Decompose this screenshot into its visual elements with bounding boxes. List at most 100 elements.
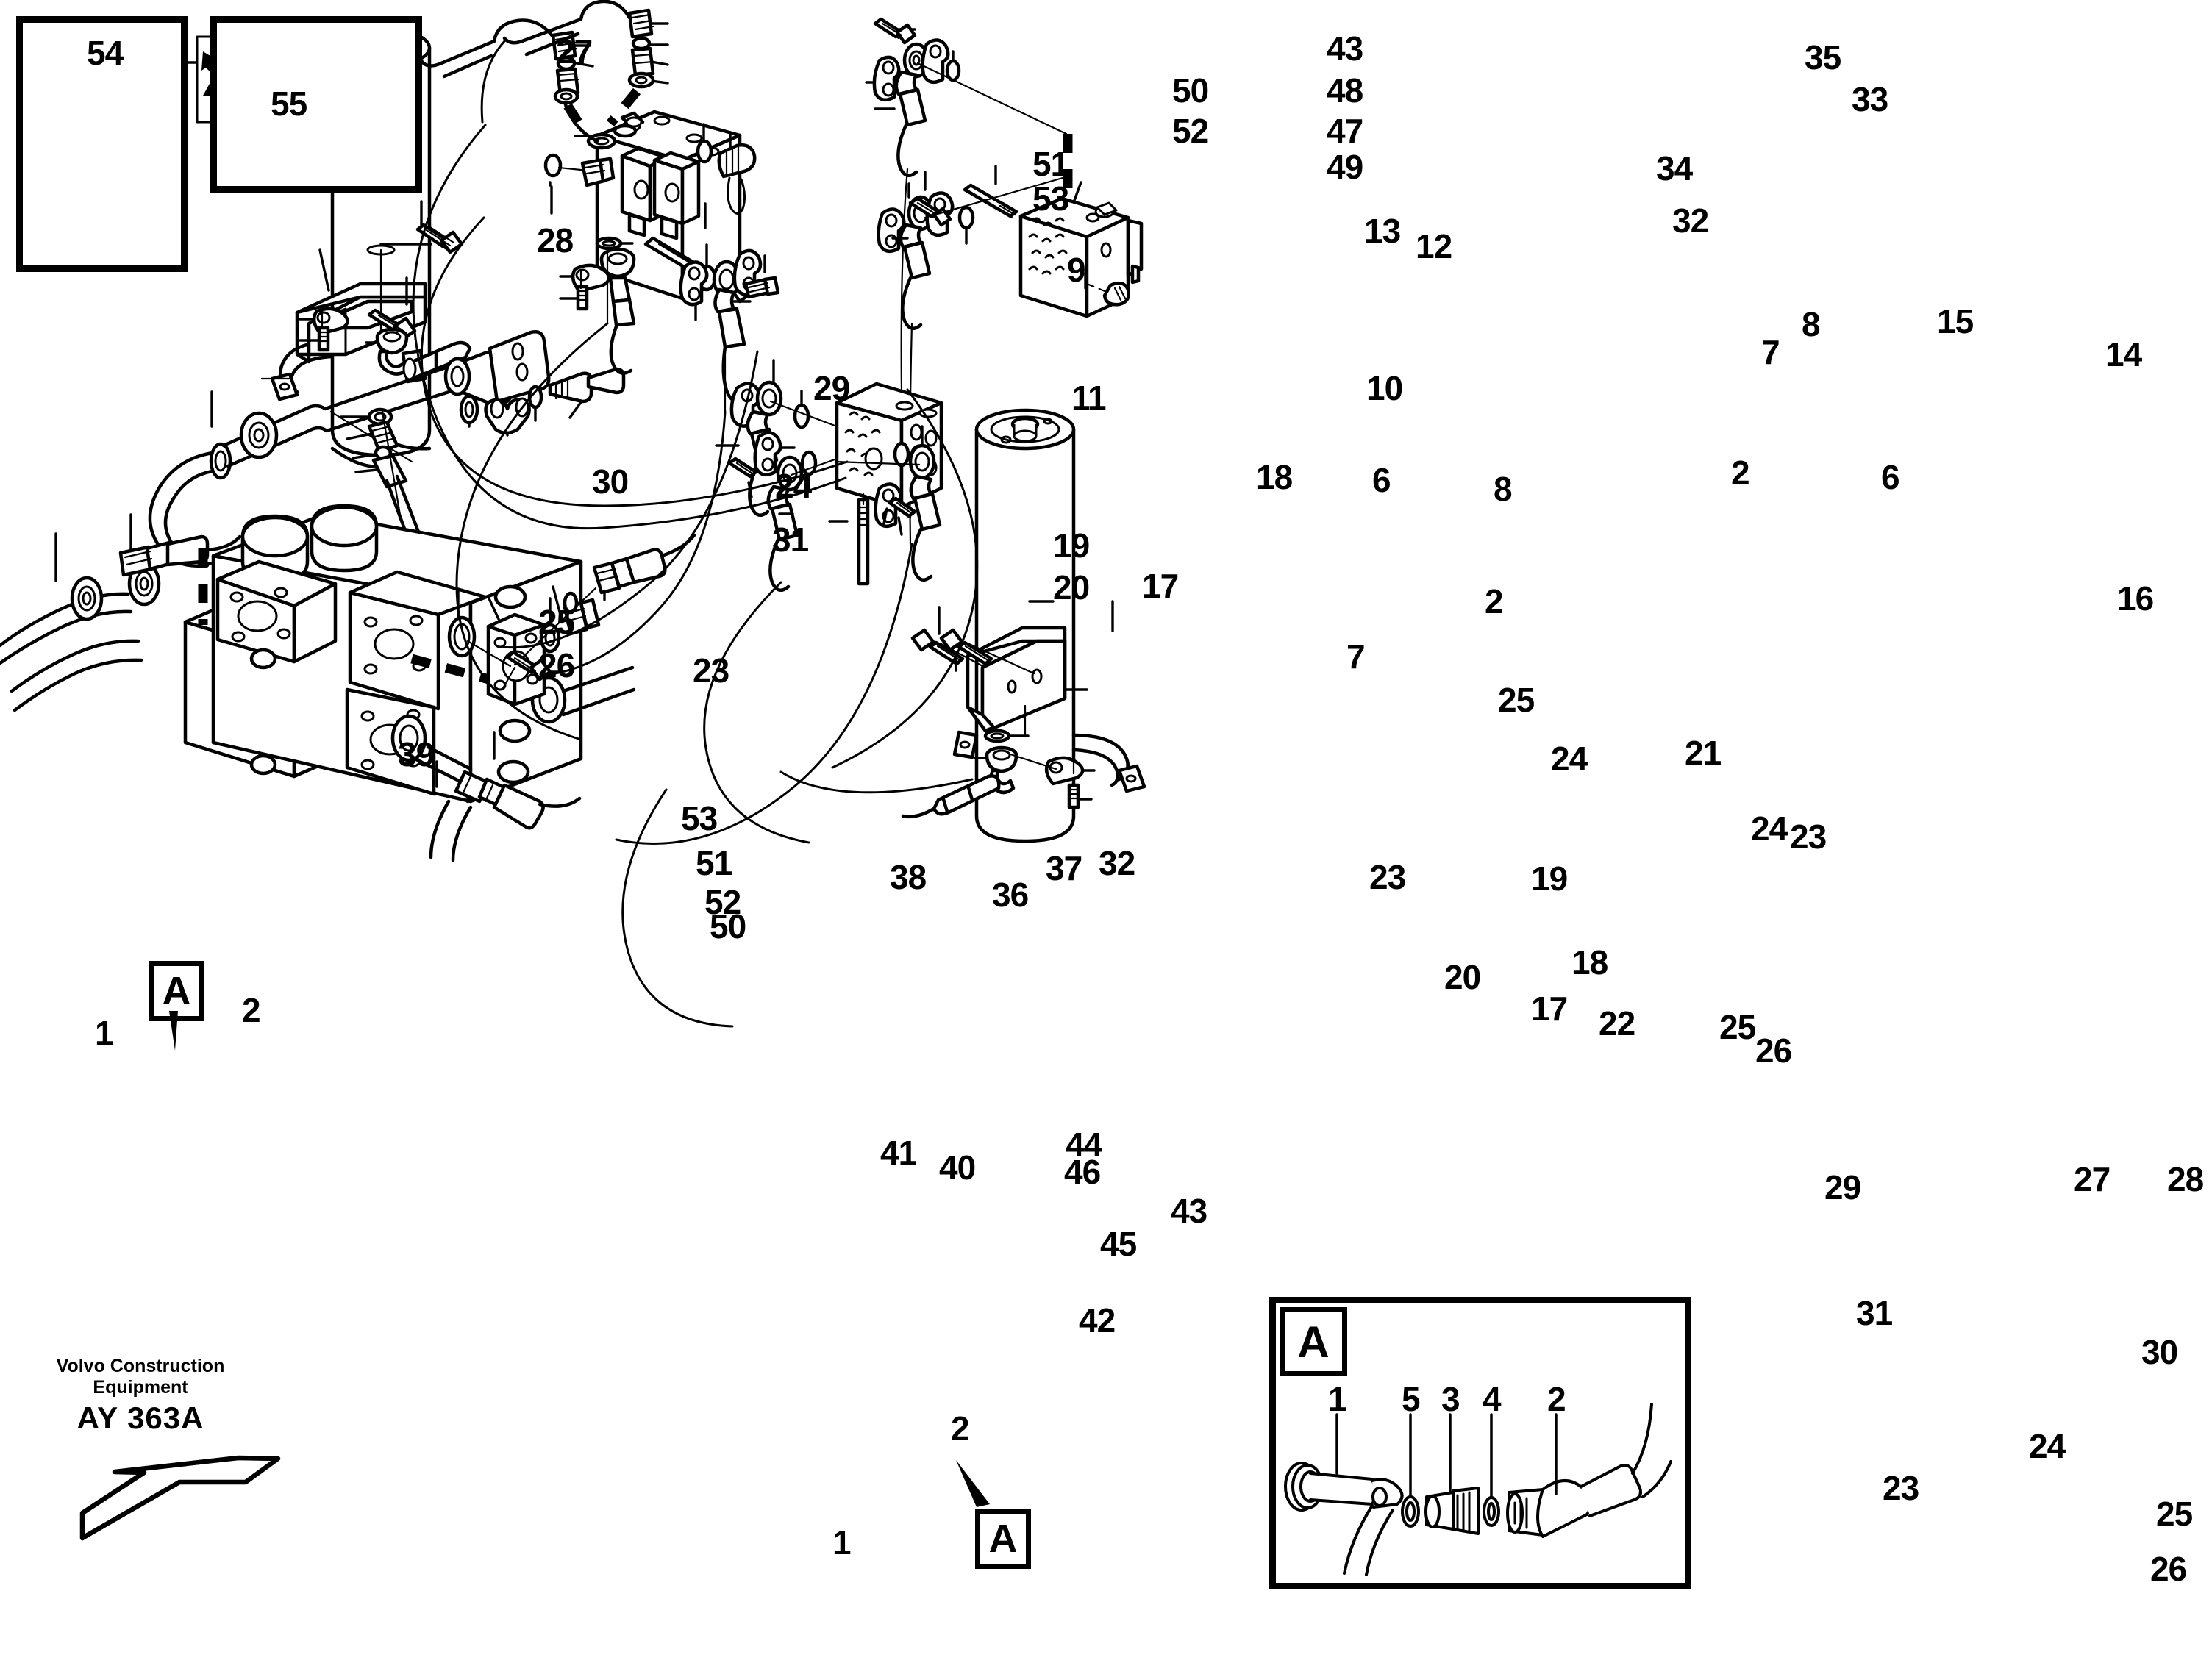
callout-38-hose-39: 38	[890, 858, 927, 896]
callout-16-valve-14: 16	[2117, 579, 2154, 618]
callout-42-flange-40: 42	[1079, 1301, 1116, 1340]
callout-2-valve-9: 2	[1485, 582, 1504, 621]
callout-6-valve-9: 6	[1372, 461, 1391, 499]
callout-26-valve-21: 26	[1755, 1031, 1792, 1070]
callout-8-valve-14: 8	[1802, 305, 1821, 343]
manufacturer-block: Volvo Construction Equipment AY 363A	[34, 1356, 247, 1437]
callout-46-flange-40: 46	[1064, 1153, 1101, 1191]
callout-45-flange-40: 45	[1100, 1225, 1137, 1263]
callout-50-hose-39: 50	[710, 907, 746, 945]
callout-7-valve-9: 7	[1346, 637, 1366, 676]
callout-18-valve-9: 18	[1256, 458, 1293, 496]
hose-39	[148, 330, 626, 568]
callout-24-accumulator-left: 24	[775, 467, 812, 505]
callout-32-valve-14: 32	[1672, 201, 1709, 240]
callout-1-main-valve: 1	[95, 1014, 114, 1052]
callout-27-accumulator-left: 27	[556, 32, 593, 71]
callout-41-flange-40: 41	[880, 1134, 917, 1172]
detail-A-callout-3: 3	[1441, 1380, 1460, 1418]
callout-25-valve-21: 25	[1498, 681, 1535, 719]
hose-routing-lines	[412, 124, 979, 1028]
callout-49-valve-9: 49	[1327, 148, 1363, 186]
manufacturer-line-2: Equipment	[93, 1376, 188, 1398]
callout-24-accumulator-right: 24	[2029, 1427, 2066, 1465]
callout-53-valve-9: 53	[1032, 179, 1069, 218]
callout-13-valve-9: 13	[1364, 212, 1401, 250]
callout-17-valve-21: 17	[1531, 990, 1568, 1028]
callout-31-accumulator-left: 31	[772, 521, 809, 559]
callout-15-valve-14: 15	[1937, 302, 1974, 340]
drawing-code: AY 363A	[76, 1400, 204, 1435]
detail-A-callout-1: 1	[1328, 1380, 1347, 1418]
callout-25-accumulator-right: 25	[2156, 1495, 2193, 1533]
callout-30-accumulator-left: 30	[592, 462, 629, 501]
callout-24-valve-21: 24	[1751, 809, 1788, 848]
callout-26-accumulator-left: 26	[538, 646, 575, 684]
callout-18-valve-21: 18	[1571, 943, 1608, 981]
callout-29-accumulator-right: 29	[1824, 1168, 1861, 1206]
callout-43-flange-40: 43	[1171, 1192, 1207, 1230]
section-marker-A-upper-left-pointer	[169, 1011, 178, 1051]
callout-31-accumulator-right: 31	[1856, 1294, 1893, 1332]
callout-2-main-valve: 2	[242, 991, 261, 1029]
callout-25-accumulator-left: 25	[538, 603, 575, 641]
inset-panel-54	[16, 16, 188, 272]
callout-36-hose-39: 36	[992, 876, 1029, 914]
section-marker-A-bottom: A	[975, 1509, 1031, 1569]
callout-9-valve-9: 9	[1067, 251, 1086, 289]
bracket-left-30	[295, 243, 472, 381]
detail-A-callout-4: 4	[1483, 1380, 1502, 1418]
callout-23-valve-21: 23	[1790, 818, 1827, 856]
callout-12-valve-9: 12	[1416, 227, 1452, 265]
callout-14-valve-14: 14	[2105, 335, 2142, 373]
callout-23-accumulator-right: 23	[1883, 1469, 1919, 1507]
callout-11-valve-9: 11	[1071, 379, 1107, 417]
detail-A-callout-2: 2	[1547, 1380, 1566, 1418]
direction-arrow	[79, 1455, 281, 1541]
callout-8-valve-9: 8	[1494, 470, 1513, 508]
callout-51-valve-9: 51	[1032, 145, 1069, 183]
callout-34-valve-14: 34	[1656, 149, 1693, 187]
detail-A-marker: A	[1280, 1307, 1347, 1376]
callout-27-accumulator-right: 27	[2074, 1160, 2111, 1198]
callout-39-hose-39: 39	[398, 735, 435, 773]
callout-24-valve-21: 24	[1551, 740, 1588, 778]
valve-block-14	[865, 17, 1144, 546]
callout-52-valve-9: 52	[1172, 112, 1209, 150]
callout-23-valve-21: 23	[1369, 858, 1406, 896]
inset-panel-55	[210, 16, 422, 193]
bracket-right-30	[901, 626, 1096, 819]
callout-35-valve-14: 35	[1805, 38, 1841, 76]
callout-51-hose-39: 51	[696, 844, 732, 882]
callout-17-valve-9: 17	[1142, 567, 1179, 605]
detail-A-artwork	[1284, 1403, 1672, 1576]
callout-20-valve-21: 20	[1444, 958, 1481, 996]
callout-22-valve-21: 22	[1599, 1004, 1635, 1042]
callout-30-accumulator-right: 30	[2141, 1333, 2178, 1371]
callout-37-hose-39: 37	[1046, 849, 1082, 887]
callout-25-valve-21: 25	[1719, 1008, 1756, 1046]
callout-7-valve-14: 7	[1761, 333, 1780, 371]
callout-26-accumulator-right: 26	[2150, 1550, 2187, 1588]
callout-43-valve-9: 43	[1327, 29, 1363, 68]
callout-33-valve-14: 33	[1852, 80, 1888, 118]
callout-1-main-valve: 1	[832, 1523, 852, 1562]
callout-23-accumulator-left: 23	[693, 651, 729, 690]
callout-2-main-valve: 2	[951, 1409, 970, 1448]
callout-28-accumulator-right: 28	[2167, 1160, 2204, 1198]
callout-6-valve-14: 6	[1881, 458, 1900, 496]
callout-29-accumulator-left: 29	[813, 369, 850, 407]
callout-47-valve-9: 47	[1327, 112, 1363, 150]
callout-21-valve-21: 21	[1685, 734, 1722, 772]
detail-A-callout-5: 5	[1402, 1380, 1421, 1418]
callout-44-flange-40: 44	[1066, 1126, 1102, 1164]
callout-50-valve-9: 50	[1172, 71, 1209, 110]
callout-2-valve-14: 2	[1731, 454, 1750, 492]
manufacturer-line-1: Volvo Construction	[56, 1356, 225, 1376]
callout-54-inset: 54	[87, 34, 124, 72]
section-marker-A-bottom-pointer	[956, 1460, 990, 1507]
callout-53-hose-39: 53	[681, 799, 718, 837]
valve-block-21	[715, 359, 943, 593]
callout-19-valve-21: 19	[1531, 859, 1568, 898]
